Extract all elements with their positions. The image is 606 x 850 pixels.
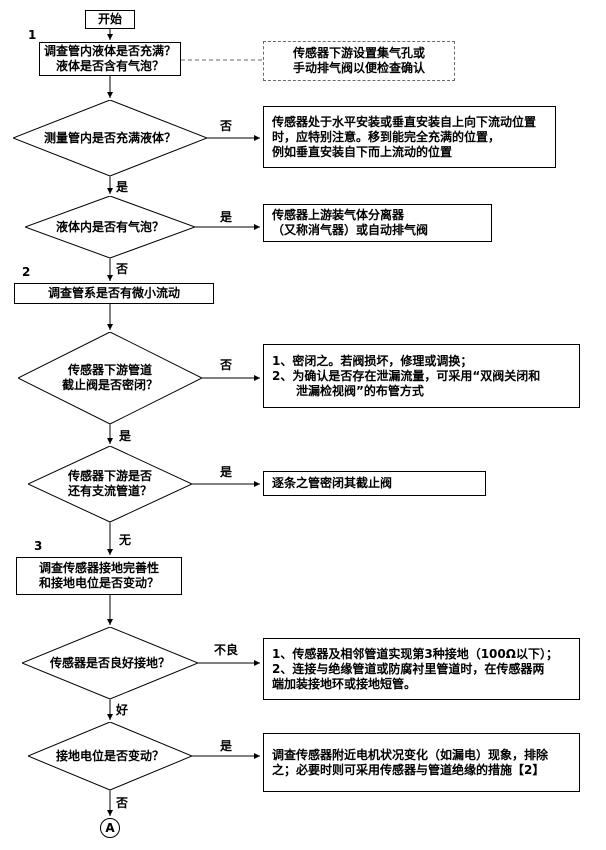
decision-liquid-has-bubbles-label: 液体内是否有气泡？ bbox=[55, 219, 164, 234]
start-label: 开始 bbox=[97, 12, 122, 26]
action-gas-separator: 传感器上游装气体分离器 （又称消气器）或自动排气阀 bbox=[263, 204, 492, 242]
diamond-shape bbox=[28, 722, 192, 790]
process-check-liquid-full: 调查管内液体是否充满？ 液体是否含有气泡？ bbox=[39, 42, 181, 76]
process-check-micro-flow: 调查管系是否有微小流动 bbox=[14, 283, 214, 304]
action-seal-branch-valves-label: 逐条之管密闭其截止阀 bbox=[272, 476, 393, 490]
edge-label-q6-yes: 是 bbox=[219, 737, 234, 754]
note-vent-valve-dashed-box: 传感器下游设置集气孔或 手动排气阀以便检查确认 bbox=[263, 41, 455, 81]
decision-good-grounding-label: 传感器是否良好接地？ bbox=[49, 655, 170, 670]
diamond-shape bbox=[25, 196, 195, 258]
action-seal-valve: 1、密闭之。若阀损坏，修理或调换； 2、为确认是否存在泄漏流量，可采用“双阀关闭… bbox=[263, 344, 580, 408]
decision-pipe-full-label: 测量管内是否充满液体？ bbox=[43, 130, 176, 145]
note-vent-valve-label: 传感器下游设置集气孔或 手动排气阀以便检查确认 bbox=[292, 46, 425, 75]
section-marker-1: 1 bbox=[27, 28, 38, 42]
diamond-shape bbox=[22, 627, 198, 699]
decision-shutoff-valve-sealed-label: 传感器下游管道 截止阀是否密闭？ bbox=[61, 363, 158, 392]
edge-label-q4-yes: 是 bbox=[219, 463, 234, 480]
edge-label-q6-no: 否 bbox=[115, 794, 130, 811]
action-grounding-fix-label: 1、传感器及相邻管道实现第3种接地（100Ω以下）； 2、连接与绝缘管道或防腐衬… bbox=[272, 646, 558, 691]
edge-label-q2-no: 否 bbox=[115, 260, 130, 277]
edge-label-q2-yes: 是 bbox=[219, 208, 234, 225]
decision-branch-pipes-downstream: 传感器下游是否 还有支流管道？ bbox=[28, 446, 192, 522]
decision-pipe-full-of-liquid: 测量管内是否充满液体？ bbox=[13, 100, 207, 176]
start-node: 开始 bbox=[85, 10, 135, 29]
decision-liquid-has-bubbles: 液体内是否有气泡？ bbox=[25, 196, 195, 258]
diamond-shape bbox=[18, 332, 202, 424]
decision-shutoff-valve-sealed: 传感器下游管道 截止阀是否密闭？ bbox=[18, 332, 202, 424]
section-marker-2: 2 bbox=[21, 265, 32, 279]
action-install-position-label: 传感器处于水平安装或垂直安装自上向下流动位置 时，应特别注意。移到能完全充满的位… bbox=[272, 114, 537, 159]
decision-branch-pipes-label: 传感器下游是否 还有支流管道？ bbox=[67, 469, 152, 498]
edge-label-q3-yes: 是 bbox=[118, 427, 133, 444]
action-gas-separator-label: 传感器上游装气体分离器 （又称消气器）或自动排气阀 bbox=[272, 208, 429, 237]
diamond-shape bbox=[13, 100, 207, 176]
diamond-shape bbox=[28, 446, 192, 522]
connector-a-terminal: A bbox=[100, 818, 120, 838]
section-marker-3: 3 bbox=[33, 539, 44, 553]
process-check-micro-flow-label: 调查管系是否有微小流动 bbox=[47, 286, 180, 300]
decision-good-grounding: 传感器是否良好接地？ bbox=[22, 627, 198, 699]
edge-label-q3-no: 否 bbox=[219, 356, 234, 373]
process-check-grounding: 调查传感器接地完善性 和接地电位是否变动？ bbox=[16, 557, 182, 595]
edge-label-q5-bad: 不良 bbox=[213, 641, 240, 658]
connector-a-label: A bbox=[105, 820, 115, 835]
process-check-liquid-full-label: 调查管内液体是否充满？ 液体是否含有气泡？ bbox=[43, 44, 176, 73]
action-motor-leakage-check: 调查传感器附近电机状况变化（如漏电）现象，排除 之；必要时则可采用传感器与管道绝… bbox=[263, 733, 580, 792]
action-install-position-note: 传感器处于水平安装或垂直安装自上向下流动位置 时，应特别注意。移到能完全充满的位… bbox=[263, 106, 556, 168]
decision-ground-potential-label: 接地电位是否变动？ bbox=[55, 748, 164, 763]
action-motor-leakage-label: 调查传感器附近电机状况变化（如漏电）现象，排除 之；必要时则可采用传感器与管道绝… bbox=[272, 747, 549, 777]
edge-label-q5-good: 好 bbox=[115, 701, 130, 718]
process-check-grounding-label: 调查传感器接地完善性 和接地电位是否变动？ bbox=[38, 561, 159, 590]
action-grounding-fix: 1、传感器及相邻管道实现第3种接地（100Ω以下）； 2、连接与绝缘管道或防腐衬… bbox=[263, 638, 580, 700]
decision-ground-potential-change: 接地电位是否变动？ bbox=[28, 722, 192, 790]
edge-label-q1-yes: 是 bbox=[115, 178, 130, 195]
edge-label-q4-none: 无 bbox=[118, 531, 133, 548]
edge-label-q1-no: 否 bbox=[219, 117, 234, 134]
action-seal-branch-valves: 逐条之管密闭其截止阀 bbox=[263, 471, 486, 496]
action-seal-valve-label: 1、密闭之。若阀损坏，修理或调换； 2、为确认是否存在泄漏流量，可采用“双阀关闭… bbox=[272, 353, 541, 398]
